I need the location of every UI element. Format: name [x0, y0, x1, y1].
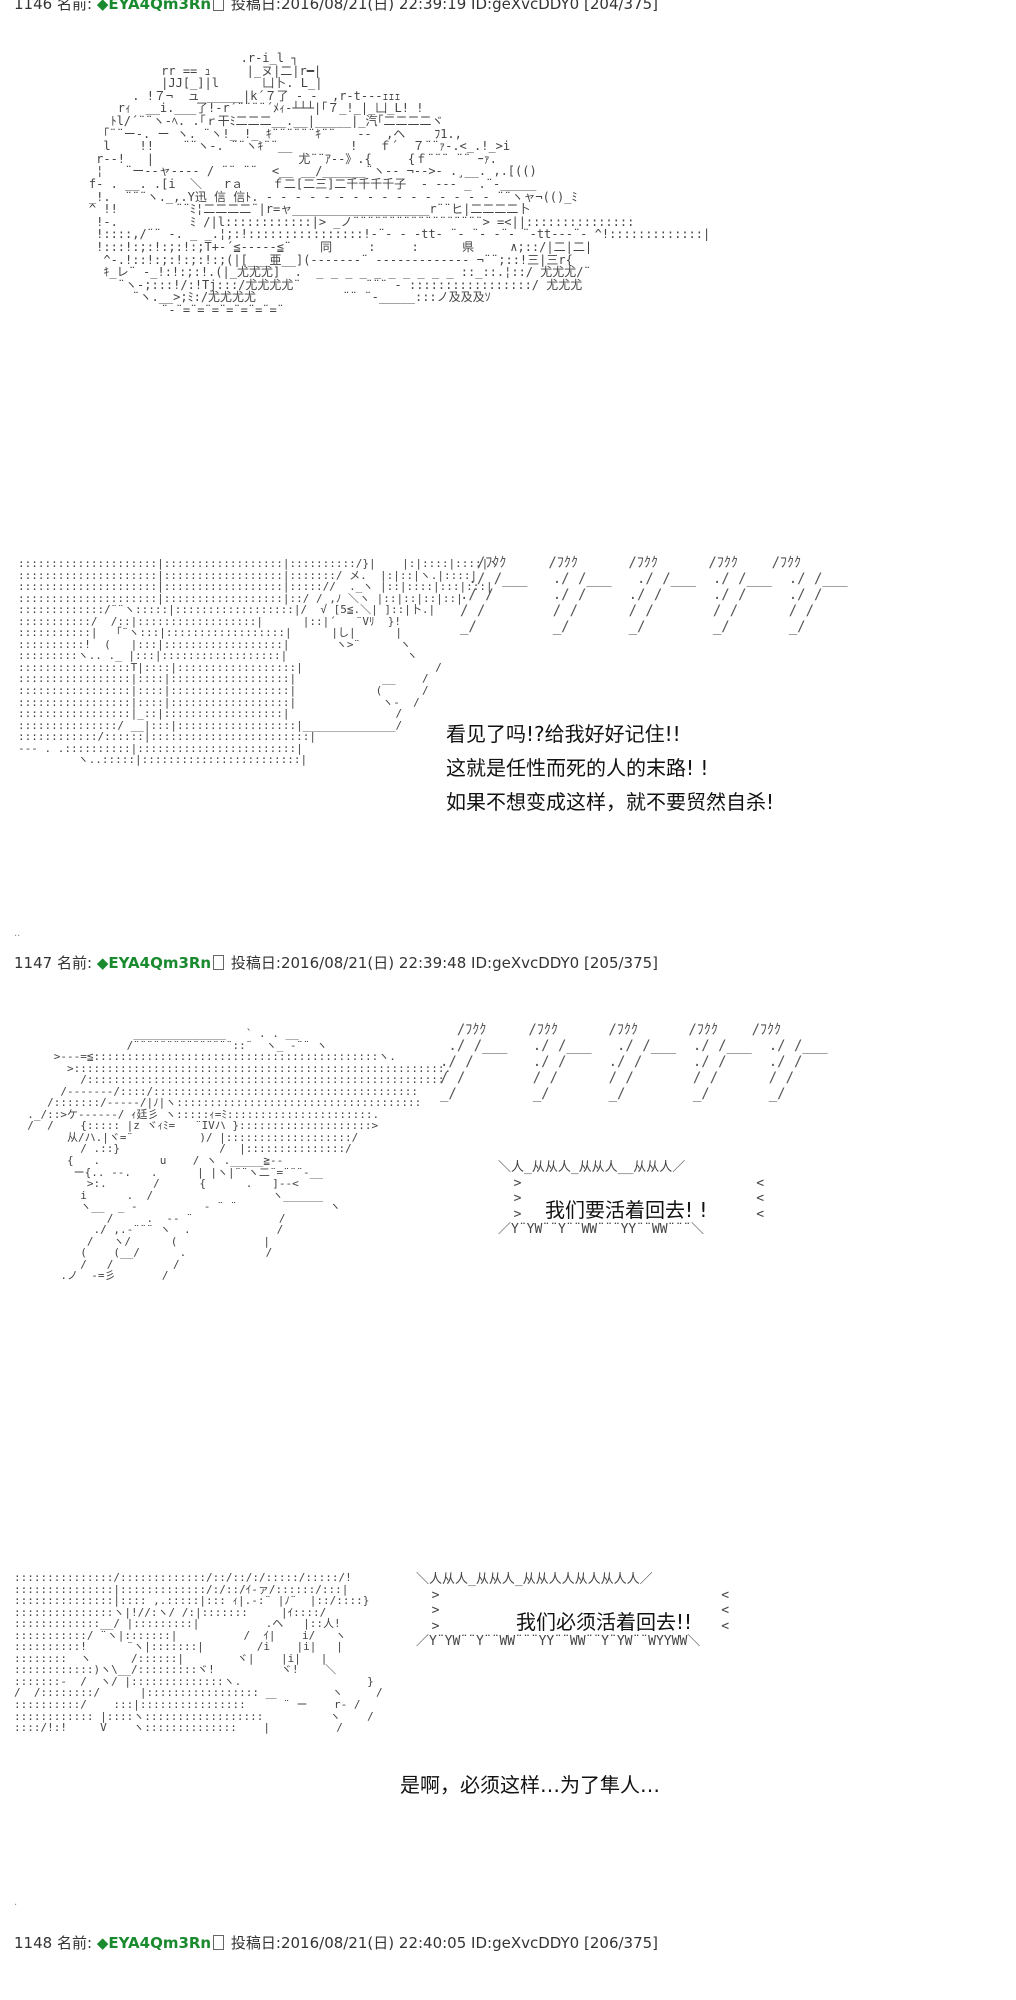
soldier-shouting-ascii-art: ______________ ` . . __ /¨¨¨¨¨¨¨¨¨¨¨¨¨¨¨…	[27, 1027, 452, 1283]
mail-icon	[213, 955, 225, 970]
shout-bubble-1: ＼人_从从人_从从人__从从人／ > < > < > < ／Y¨YW¨¨Y¨¨W…	[498, 1160, 765, 1238]
post-count: [206/375]	[584, 1934, 659, 1952]
dialogue-line-2: 这就是任性而死的人的末路! !	[446, 756, 709, 780]
sfx-rattle-row-2: /ﾌｸｸ /ﾌｸｸ /ﾌｸｸ /ﾌｸｸ /ﾌｸｸ ./ /___ ./ /___…	[440, 1022, 828, 1103]
window-figure-ascii-art: :::::::::::::::::::::|::::::::::::::::::…	[18, 557, 500, 767]
shout-text-1: 我们要活着回去! !	[545, 1198, 708, 1222]
post-header-1146: 1146 名前: ◆EYA4Qm3Rn 投稿日:2016/08/21(日) 22…	[14, 0, 658, 14]
shout-text-2: 我们必须活着回去!!	[516, 1610, 693, 1634]
separator-dot: ..	[14, 928, 21, 939]
mail-icon	[213, 1935, 225, 1950]
sfx-rattle-row-1: /ﾌｸｸ /ﾌｸｸ /ﾌｸｸ /ﾌｸｸ /ﾌｸｸ ./ /___ ./ /___…	[460, 555, 848, 636]
name-label: 名前:	[56, 0, 93, 13]
post-number: 1147	[14, 954, 53, 972]
post-date: 2016/08/21(日) 22:39:19	[280, 0, 467, 13]
post-date: 2016/08/21(日) 22:39:48	[280, 954, 467, 972]
date-label: 投稿日:	[230, 954, 281, 972]
tank-ascii-art: .r-i_l ┐ rr == ｭ |_ヌ|二|r━| |JJ[_]|l 凵卜. …	[88, 51, 711, 317]
post-id[interactable]: ID:geXvcDDY0	[471, 1934, 580, 1952]
separator-dot: .	[14, 1897, 18, 1908]
date-label: 投稿日:	[230, 0, 281, 13]
dialogue-line-1: 看见了吗!?给我好好记住!!	[446, 722, 681, 746]
reply-line: 是啊，必须这样…为了隼人…	[400, 1773, 660, 1797]
post-id[interactable]: ID:geXvcDDY0	[471, 0, 580, 13]
post-number: 1146	[14, 0, 53, 13]
post-date: 2016/08/21(日) 22:40:05	[280, 1934, 467, 1952]
trip-code[interactable]: ◆EYA4Qm3Rn	[96, 1934, 212, 1952]
soldier-closeup-ascii-art: :::::::::::::::/:::::::::::::/::/::/:/::…	[14, 1571, 383, 1735]
mail-icon	[213, 0, 225, 11]
post-number: 1148	[14, 1934, 53, 1952]
shout-bubble-2: ＼人从人_从从人_从从人人从人从人人／ > < > < > < ／Y¨YW¨¨Y…	[416, 1572, 730, 1650]
name-label: 名前:	[56, 1934, 93, 1952]
post-count: [204/375]	[584, 0, 659, 13]
date-label: 投稿日:	[230, 1934, 281, 1952]
post-header-1147: 1147 名前: ◆EYA4Qm3Rn 投稿日:2016/08/21(日) 22…	[14, 952, 658, 973]
trip-code[interactable]: ◆EYA4Qm3Rn	[96, 0, 212, 13]
dialogue-line-3: 如果不想变成这样，就不要贸然自杀!	[446, 790, 775, 814]
name-label: 名前:	[56, 954, 93, 972]
post-header-1148: 1148 名前: ◆EYA4Qm3Rn 投稿日:2016/08/21(日) 22…	[14, 1932, 658, 1953]
post-count: [205/375]	[584, 954, 659, 972]
post-id[interactable]: ID:geXvcDDY0	[471, 954, 580, 972]
trip-code[interactable]: ◆EYA4Qm3Rn	[96, 954, 212, 972]
